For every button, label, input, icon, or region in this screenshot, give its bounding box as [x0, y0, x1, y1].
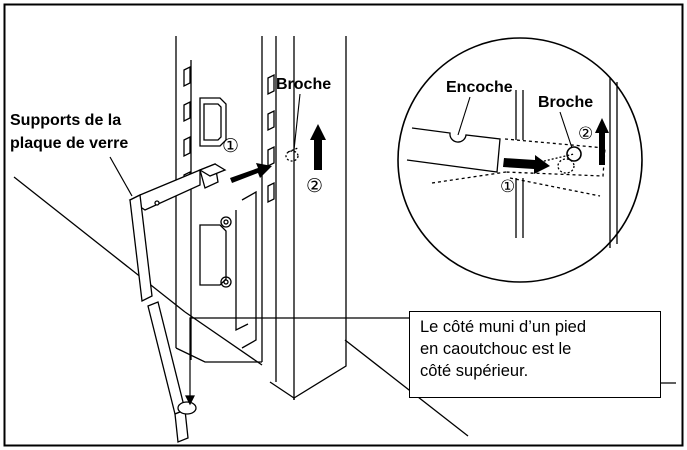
- note-leader: [185, 317, 409, 406]
- supports-label-line1: Supports de la: [10, 112, 121, 129]
- inset-up-arrow: [595, 118, 609, 165]
- rubber-foot-note: Le côté muni d’un pied en caoutchouc est…: [409, 311, 661, 398]
- step-1-marker: ①: [222, 136, 239, 157]
- vertical-post: [269, 36, 347, 400]
- diagram-border: [3, 3, 684, 447]
- cabinet-panel: [175, 36, 277, 382]
- supports-leader: [109, 156, 133, 197]
- encoche-label: Encoche: [446, 79, 513, 96]
- inset-step-2-marker: ②: [578, 124, 593, 143]
- inset-insert-arrow: [503, 155, 550, 174]
- note-line-1: Le côté muni d’un pied: [420, 318, 587, 336]
- supports-label-line2: plaque de verre: [10, 135, 128, 152]
- encoche-leader: [457, 96, 471, 136]
- insert-arrow: [230, 163, 272, 183]
- inset-broche-leader: [559, 111, 573, 149]
- detail-inset: Encoche Broche ① ②: [397, 37, 643, 283]
- step-2-marker: ②: [306, 176, 323, 197]
- inset-step-1-marker: ①: [500, 177, 515, 196]
- note-line-3: côté supérieur.: [420, 362, 529, 380]
- up-arrow: [310, 124, 326, 170]
- broche-leader: [293, 93, 301, 151]
- note-line-2: en caoutchouc est le: [420, 340, 572, 358]
- broche-label: Broche: [276, 76, 331, 93]
- glass-support-bar: [128, 163, 227, 443]
- inset-broche-label: Broche: [538, 94, 593, 111]
